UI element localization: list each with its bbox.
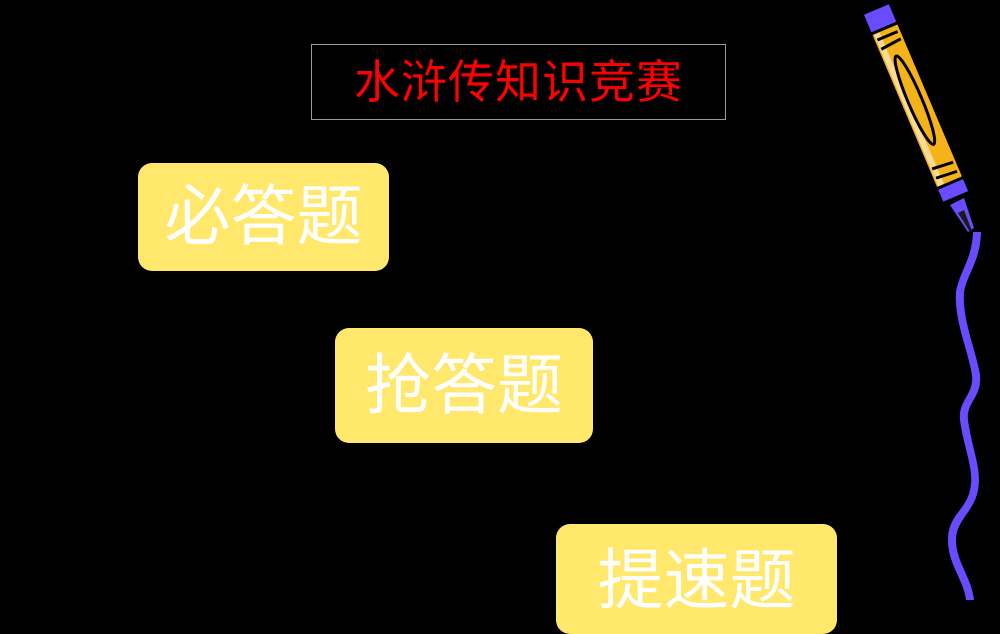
speed-question-button[interactable]: 提速题: [556, 524, 837, 634]
required-question-button[interactable]: 必答题: [138, 163, 389, 271]
speed-question-label: 提速题: [597, 542, 796, 619]
slide-title-box: 水浒传知识竞赛: [311, 44, 726, 120]
buzzer-question-label: 抢答题: [365, 346, 563, 424]
buzzer-question-button[interactable]: 抢答题: [335, 328, 593, 443]
required-question-label: 必答题: [164, 178, 363, 255]
slide-title: 水浒传知识竞赛: [354, 55, 683, 109]
pencil-icon: [860, 0, 981, 600]
